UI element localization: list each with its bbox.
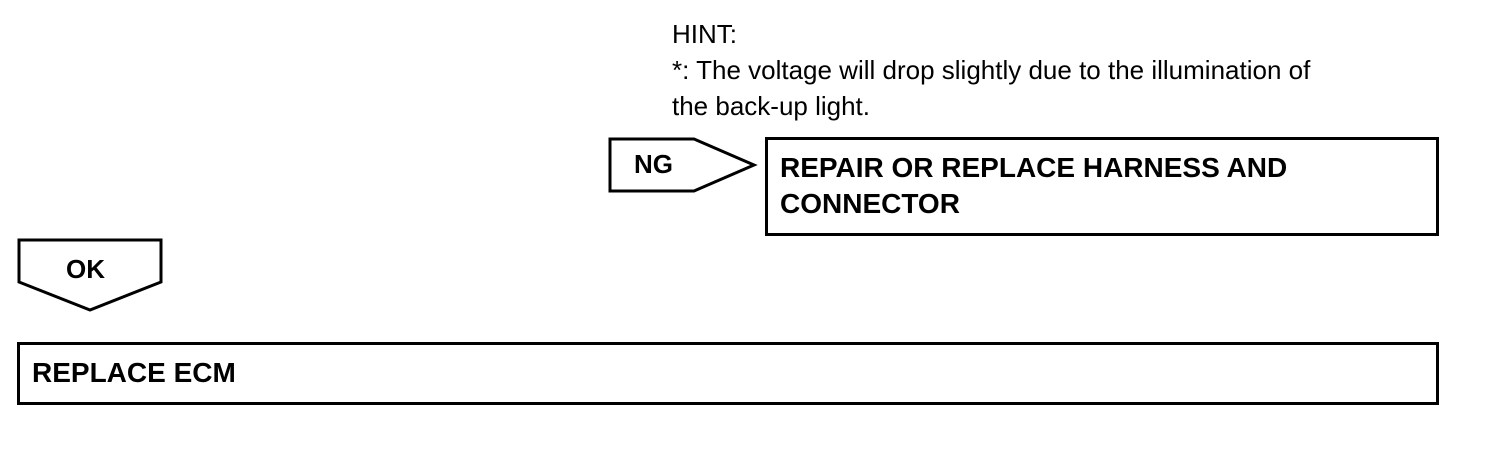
- ok-action-box: REPLACE ECM: [17, 342, 1439, 405]
- ng-action-text: REPAIR OR REPLACE HARNESS AND CONNECTOR: [780, 150, 1287, 222]
- hint-text-line-1: *: The voltage will drop slightly due to…: [672, 55, 1311, 85]
- hint-text-line-2: the back-up light.: [672, 91, 871, 121]
- ng-action-line-2: CONNECTOR: [780, 188, 960, 219]
- ng-action-box: REPAIR OR REPLACE HARNESS AND CONNECTOR: [765, 137, 1439, 236]
- ng-action-line-1: REPAIR OR REPLACE HARNESS AND: [780, 152, 1288, 183]
- ok-arrow-icon: [17, 238, 163, 312]
- ok-action-text: REPLACE ECM: [32, 357, 236, 388]
- ng-arrow-icon: [608, 137, 758, 193]
- hint-heading: HINT:: [672, 19, 737, 49]
- ok-label: OK: [66, 254, 105, 284]
- hint-note: HINT: *: The voltage will drop slightly …: [672, 16, 1452, 124]
- ng-label: NG: [634, 149, 673, 179]
